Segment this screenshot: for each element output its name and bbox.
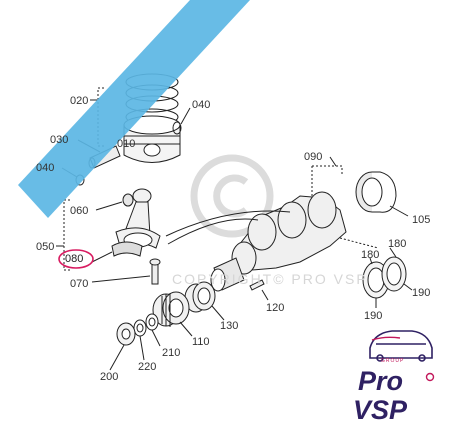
washer-220 bbox=[133, 319, 147, 337]
washer-210 bbox=[145, 313, 159, 331]
logo-vsp-text: VSP bbox=[353, 395, 408, 425]
gear-110 bbox=[152, 291, 190, 327]
part-label-190-bottom[interactable]: 190 bbox=[364, 310, 383, 322]
part-label-105[interactable]: 105 bbox=[412, 214, 431, 226]
connecting-rod bbox=[115, 188, 161, 249]
part-label-010[interactable]: 010 bbox=[117, 138, 136, 150]
rod-bolt bbox=[149, 258, 161, 285]
logo-car-icon bbox=[369, 330, 433, 362]
pin bbox=[249, 279, 265, 291]
part-label-190-right[interactable]: 190 bbox=[412, 287, 431, 299]
watermark-banner bbox=[18, 0, 250, 218]
thrust-washer-right bbox=[381, 256, 407, 292]
part-label-070[interactable]: 070 bbox=[70, 278, 89, 290]
crankshaft bbox=[210, 191, 347, 292]
part-label-180-left[interactable]: 180 bbox=[361, 249, 380, 261]
part-label-210[interactable]: 210 bbox=[162, 347, 181, 359]
rod-bearing bbox=[111, 241, 143, 257]
part-label-200[interactable]: 200 bbox=[100, 371, 119, 383]
highlight-circle-080 bbox=[58, 249, 94, 269]
bracket-050 bbox=[63, 199, 70, 271]
nut-200 bbox=[116, 322, 136, 346]
crank-seal-ring bbox=[355, 171, 397, 213]
part-label-020[interactable]: 020 bbox=[70, 95, 89, 107]
part-label-110[interactable]: 110 bbox=[192, 336, 210, 348]
part-label-180-right[interactable]: 180 bbox=[388, 238, 407, 250]
part-label-030[interactable]: 030 bbox=[50, 134, 69, 146]
circlip-right bbox=[172, 121, 182, 135]
part-label-040-top[interactable]: 040 bbox=[192, 99, 211, 111]
logo-group-text: GROUP bbox=[381, 358, 405, 364]
part-label-090[interactable]: 090 bbox=[304, 151, 323, 163]
bracket-090 bbox=[312, 165, 343, 176]
copyright-watermark-text: COPYRIGHT© PRO VSP bbox=[172, 271, 368, 287]
part-label-220[interactable]: 220 bbox=[138, 361, 157, 373]
part-label-060[interactable]: 060 bbox=[70, 205, 89, 217]
small-end-bush bbox=[122, 193, 134, 207]
logo-pro-text: Pro bbox=[358, 366, 404, 396]
part-label-130[interactable]: 130 bbox=[220, 320, 239, 332]
part-label-050[interactable]: 050 bbox=[36, 241, 55, 253]
logo-accent-icon bbox=[371, 336, 435, 382]
part-label-120[interactable]: 120 bbox=[266, 302, 285, 314]
part-label-040-left[interactable]: 040 bbox=[36, 162, 55, 174]
part-label-080[interactable]: 080 bbox=[65, 253, 84, 265]
